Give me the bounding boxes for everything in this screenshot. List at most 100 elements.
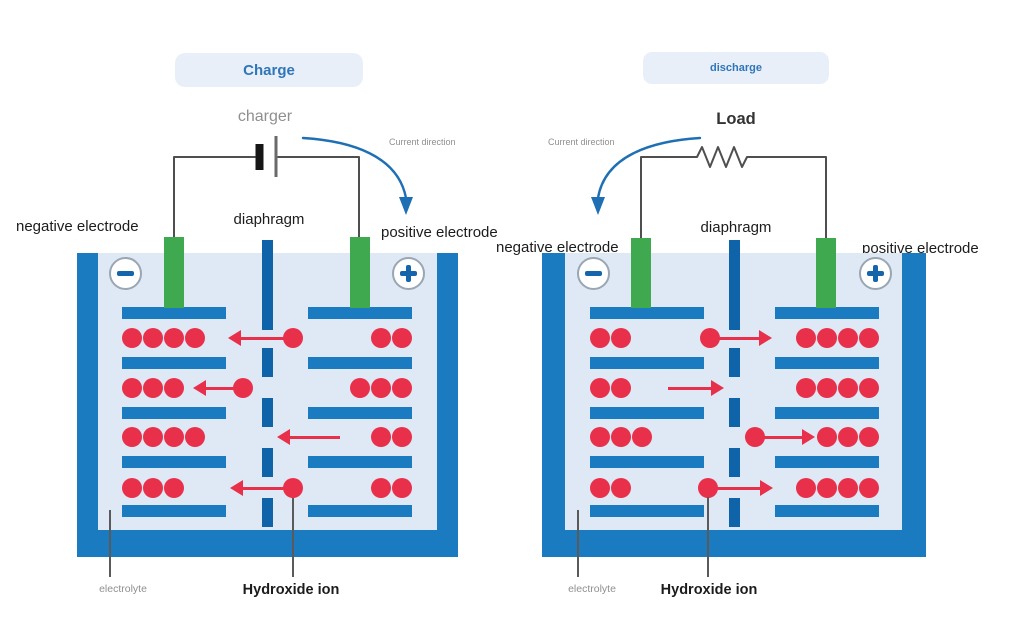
negative-electrode-label: negative electrode — [16, 218, 139, 235]
electrode-plate — [590, 456, 704, 468]
cell-wall-left — [77, 253, 98, 557]
current-direction-label: Current direction — [389, 137, 456, 147]
electrode-plate — [122, 357, 226, 369]
diaphragm-segment — [729, 398, 740, 427]
electrolyte-pointer-line — [109, 510, 111, 577]
ion-dot — [392, 328, 412, 348]
cell-bottom — [542, 530, 926, 557]
ion-dot — [796, 478, 816, 498]
electrode-plate — [590, 307, 704, 319]
diaphragm-segment — [729, 498, 740, 527]
ion-dot — [700, 328, 720, 348]
load-circuit — [591, 136, 827, 239]
ion-dot — [185, 427, 205, 447]
ion-dot — [233, 378, 253, 398]
hydroxide-pointer-line — [707, 497, 709, 577]
ion-dot — [122, 328, 142, 348]
ion-dot — [143, 478, 163, 498]
electrolyte-label: electrolyte — [568, 583, 616, 595]
ion-dot — [164, 378, 184, 398]
electrode-plate — [775, 307, 879, 319]
ion-arrow-head — [802, 429, 815, 445]
current-direction-arrow-icon — [301, 136, 413, 215]
ion-dot — [590, 478, 610, 498]
diaphragm-segment — [262, 398, 273, 427]
diaphragm-label: diaphragm — [700, 219, 772, 236]
charger-label: charger — [237, 108, 293, 125]
diaphragm-segment — [729, 240, 740, 330]
ion-dot — [164, 427, 184, 447]
plus-terminal-icon — [859, 257, 892, 290]
electrode-plate — [122, 407, 226, 419]
ion-dot — [611, 378, 631, 398]
electrode-plate — [308, 407, 412, 419]
positive-electrode-label: positive electrode — [862, 240, 979, 257]
plus-terminal-icon — [392, 257, 425, 290]
charger-circuit — [173, 136, 413, 239]
ion-dot — [392, 427, 412, 447]
plus-bar-v — [873, 265, 878, 282]
ion-dot — [122, 378, 142, 398]
current-direction-arrow-icon — [591, 136, 702, 215]
ion-dot — [122, 478, 142, 498]
ion-arrow-shaft — [755, 435, 804, 439]
ion-arrow-head — [760, 480, 773, 496]
ion-dot — [611, 427, 631, 447]
ion-arrow-shaft — [288, 435, 340, 439]
minus-terminal-icon — [109, 257, 142, 290]
ion-dot — [283, 328, 303, 348]
ion-dot — [143, 427, 163, 447]
electrode-plate — [590, 407, 704, 419]
ion-dot — [392, 478, 412, 498]
ion-dot — [796, 378, 816, 398]
electrolyte-pointer-line — [577, 510, 579, 577]
ion-arrow-shaft — [239, 336, 293, 340]
cell-wall-left — [542, 253, 565, 557]
ion-dot — [371, 378, 391, 398]
electrode-plate — [122, 307, 226, 319]
discharge-button[interactable]: discharge — [643, 52, 829, 84]
ion-dot — [164, 478, 184, 498]
ion-dot — [350, 378, 370, 398]
ion-dot — [590, 378, 610, 398]
ion-dot — [838, 378, 858, 398]
ion-dot — [838, 478, 858, 498]
ion-dot — [371, 328, 391, 348]
electrode-plate — [308, 505, 412, 517]
cell-bottom — [77, 530, 458, 557]
plus-bar-v — [406, 265, 411, 282]
ion-dot — [122, 427, 142, 447]
wire-right — [277, 156, 360, 239]
ion-dot — [590, 328, 610, 348]
electrode-plate — [122, 505, 226, 517]
positive-electrode-label: positive electrode — [381, 224, 498, 241]
diaphragm-segment — [729, 348, 740, 377]
ion-dot — [371, 478, 391, 498]
minus-bar — [585, 271, 602, 276]
load-label: Load — [716, 110, 756, 128]
ion-dot — [796, 328, 816, 348]
ion-arrow-shaft — [708, 486, 762, 490]
ion-dot — [859, 478, 879, 498]
ion-dot — [632, 427, 652, 447]
electrode-plate — [775, 505, 879, 517]
diaphragm-label: diaphragm — [233, 211, 305, 228]
hydroxide-ion-label: Hydroxide ion — [660, 582, 758, 598]
negative-electrode-label: negative electrode — [496, 239, 619, 256]
ion-dot — [817, 328, 837, 348]
ion-arrow-head — [193, 380, 206, 396]
charge-button[interactable]: Charge — [175, 53, 363, 87]
electrode-plate — [590, 505, 704, 517]
ion-arrow-head — [759, 330, 772, 346]
electrolyte-label: electrolyte — [99, 583, 147, 595]
electrode-plate — [308, 307, 412, 319]
ion-arrow-shaft — [710, 336, 761, 340]
electrode-plate — [308, 357, 412, 369]
ion-dot — [859, 427, 879, 447]
negative-electrode-bar — [164, 237, 184, 308]
minus-terminal-icon — [577, 257, 610, 290]
hydroxide-pointer-line — [292, 498, 294, 577]
diaphragm-segment — [262, 348, 273, 377]
